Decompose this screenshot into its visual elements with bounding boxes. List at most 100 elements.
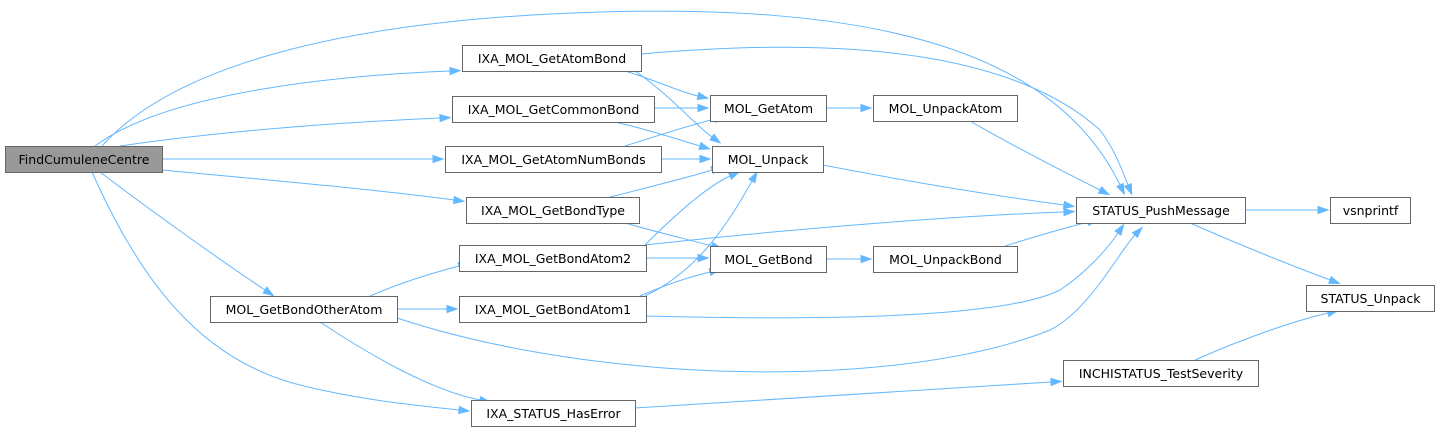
edge-line: [614, 121, 701, 147]
edge-line: [644, 180, 753, 297]
call-graph-edges: [91, 10, 1341, 415]
edge-line: [396, 234, 1136, 373]
node-label: MOL_GetAtom: [724, 101, 813, 116]
edge-line: [644, 211, 1065, 246]
edge-findcumulenecentre-to-ixa-status-haserror: [91, 171, 471, 415]
edge-ixa-mol-getatomnumbonds-to-mol-unpack: [661, 154, 712, 164]
node-ixa-mol-getbondatom2[interactable]: IXA_MOL_GetBondAtom2: [459, 245, 647, 272]
edge-line: [640, 46, 1129, 186]
edge-line: [624, 70, 699, 97]
node-vsnprintf[interactable]: vsnprintf: [1330, 197, 1411, 224]
node-ixa-mol-getbondatom1[interactable]: IXA_MOL_GetBondAtom1: [459, 296, 647, 323]
edge-arrowhead: [1123, 182, 1133, 196]
edge-line: [1004, 221, 1089, 247]
edge-arrowhead: [1097, 186, 1111, 196]
node-status-pushmessage[interactable]: STATUS_PushMessage: [1076, 197, 1246, 224]
edge-line: [634, 381, 1052, 409]
edge-findcumulenecentre-to-ixa-mol-getcommonbond: [119, 113, 452, 147]
node-box: [710, 95, 827, 122]
node-findcumulenecentre[interactable]: FindCumuleneCentre: [5, 146, 163, 173]
edge-line: [639, 271, 711, 297]
edge-line: [644, 175, 731, 246]
edge-line: [645, 232, 1119, 319]
node-ixa-status-haserror[interactable]: IXA_STATUS_HasError: [471, 400, 636, 427]
edge-ixa-mol-getbondatom2-to-mol-getbond: [645, 253, 710, 263]
edge-arrowhead: [860, 254, 873, 264]
edge-mol-unpackatom-to-status-pushmessage: [969, 120, 1111, 196]
node-mol-getbond[interactable]: MOL_GetBond: [710, 246, 827, 273]
node-ixa-mol-getbondtype[interactable]: IXA_MOL_GetBondType: [466, 197, 640, 224]
node-ixa-mol-getatomnumbonds[interactable]: IXA_MOL_GetAtomNumBonds: [445, 146, 662, 173]
node-ixa-mol-getcommonbond[interactable]: IXA_MOL_GetCommonBond: [452, 96, 655, 123]
node-box: [452, 96, 655, 123]
node-box: [466, 197, 640, 224]
edge-ixa-mol-getbondatom1-to-mol-unpack: [644, 170, 758, 297]
node-label: IXA_STATUS_HasError: [486, 406, 621, 421]
node-status-unpack[interactable]: STATUS_Unpack: [1306, 285, 1435, 312]
edge-line: [119, 117, 441, 147]
node-box: [459, 296, 647, 323]
edge-ixa-mol-getatombond-to-mol-getatom: [624, 70, 710, 100]
edge-arrowhead: [452, 195, 466, 205]
node-label: MOL_UnpackBond: [889, 252, 1002, 267]
node-label: FindCumuleneCentre: [19, 152, 150, 167]
edge-line: [624, 222, 713, 247]
edge-mol-getbond-to-mol-unpackbond: [826, 254, 873, 264]
edge-ixa-mol-getcommonbond-to-mol-unpack: [614, 121, 712, 150]
node-mol-getbondotheratom[interactable]: MOL_GetBondOtherAtom: [210, 296, 398, 323]
edge-ixa-mol-getcommonbond-to-mol-getatom: [653, 103, 710, 113]
edge-ixa-mol-getatombond-to-status-pushmessage: [640, 46, 1133, 196]
edge-arrowhead: [1116, 182, 1126, 196]
node-box: [462, 45, 642, 72]
edge-arrowhead: [449, 66, 462, 76]
node-label: MOL_Unpack: [728, 152, 809, 167]
node-label: IXA_MOL_GetAtomNumBonds: [461, 152, 645, 167]
node-label: MOL_GetBond: [724, 252, 812, 267]
node-label: vsnprintf: [1343, 203, 1399, 218]
edge-mol-getatom-to-mol-unpackatom: [825, 103, 873, 113]
node-box: [710, 246, 827, 273]
edge-mol-getbondotheratom-to-ixa-mol-getbondatom1: [397, 304, 459, 314]
edge-arrowhead: [1114, 223, 1125, 236]
node-box: [1063, 360, 1259, 387]
node-mol-unpackatom[interactable]: MOL_UnpackAtom: [873, 95, 1018, 122]
node-label: IXA_MOL_GetAtomBond: [478, 51, 626, 66]
node-mol-unpack[interactable]: MOL_Unpack: [712, 146, 824, 173]
node-label: IXA_MOL_GetBondType: [481, 203, 625, 218]
node-label: IXA_MOL_GetCommonBond: [468, 102, 640, 117]
node-inchistatus-testseverity[interactable]: INCHISTATUS_TestSeverity: [1063, 360, 1259, 387]
edge-arrowhead: [1062, 200, 1076, 210]
edge-mol-getbondotheratom-to-status-pushmessage: [396, 226, 1143, 373]
node-label: STATUS_PushMessage: [1092, 203, 1230, 218]
edge-arrowhead: [458, 405, 471, 415]
edge-arrowhead: [1063, 207, 1076, 217]
edge-arrowhead: [1131, 226, 1143, 239]
node-label: IXA_MOL_GetBondAtom1: [475, 302, 631, 317]
edge-arrowhead: [709, 133, 722, 144]
edge-ixa-status-haserror-to-inchistatus-testseverity: [634, 377, 1063, 409]
edge-ixa-mol-getbondatom2-to-status-pushmessage: [644, 207, 1076, 246]
edge-arrowhead: [697, 103, 710, 113]
edge-inchistatus-testseverity-to-status-unpack: [1194, 309, 1340, 361]
edge-line: [161, 169, 455, 201]
edge-findcumulenecentre-to-ixa-mol-getatomnumbonds: [162, 154, 445, 164]
node-label: STATUS_Unpack: [1321, 291, 1422, 306]
edge-ixa-mol-getbondatom1-to-status-pushmessage: [645, 223, 1125, 319]
node-box: [1076, 197, 1246, 224]
node-mol-unpackbond[interactable]: MOL_UnpackBond: [873, 246, 1018, 273]
edge-mol-getbondotheratom-to-ixa-status-haserror: [319, 321, 492, 404]
edge-line: [369, 265, 460, 297]
edge-arrowhead: [696, 91, 710, 100]
node-box: [459, 245, 647, 272]
node-box: [873, 95, 1018, 122]
edge-findcumulenecentre-to-mol-getbondotheratom: [99, 171, 275, 297]
node-mol-getatom[interactable]: MOL_GetAtom: [710, 95, 827, 122]
node-box: [712, 146, 824, 173]
node-ixa-mol-getatombond[interactable]: IXA_MOL_GetAtomBond: [462, 45, 642, 72]
edge-arrowhead: [1317, 205, 1330, 215]
node-box: [471, 400, 636, 427]
edge-arrowhead: [446, 304, 459, 314]
edge-line: [319, 321, 481, 401]
edge-line: [99, 171, 266, 291]
edge-arrowhead: [262, 286, 275, 297]
